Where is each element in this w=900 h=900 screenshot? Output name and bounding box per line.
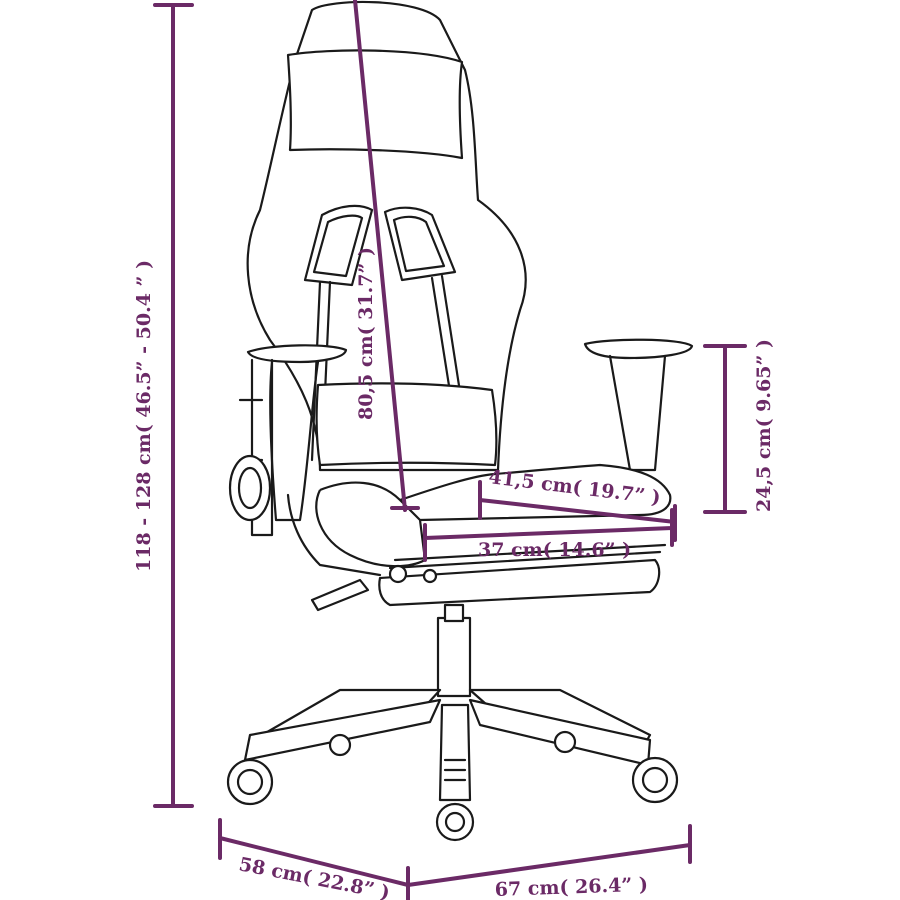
- armrest-left: [246, 344, 348, 364]
- shoulder-slot-left: [303, 204, 374, 287]
- armrest-height-line: [703, 344, 747, 514]
- headrest-pillow: [286, 49, 464, 160]
- seat-cushion: [315, 463, 672, 568]
- caster-wheels: [226, 730, 679, 842]
- base-width-label: 67 cm( 26.4” ): [494, 874, 648, 900]
- backrest-height-line: [353, 0, 420, 512]
- seat-width-label: 37 cm( 14.6” ): [478, 539, 631, 561]
- footrest: [378, 558, 661, 607]
- backrest-shell: [246, 0, 527, 472]
- chair-outline: [226, 0, 694, 842]
- armrest-right: [583, 338, 694, 360]
- seat-depth-line: [478, 480, 677, 542]
- lumbar-cushion: [315, 382, 498, 467]
- armrest-height-label: 24,5 cm( 9.65” ): [753, 339, 775, 512]
- total-height-line: [153, 3, 194, 808]
- shoulder-slot-right: [383, 206, 457, 282]
- tilt-lever: [310, 578, 370, 612]
- total-height-label: 118 - 128 cm( 46.5” - 50.4 ” ): [133, 260, 155, 572]
- base-width-line: [406, 824, 692, 887]
- backrest-height-label: 80,5 cm( 31.7” ): [355, 247, 377, 420]
- dimension-lines: [153, 0, 747, 900]
- seat-width-line: [423, 508, 674, 562]
- gas-lift: [436, 616, 472, 698]
